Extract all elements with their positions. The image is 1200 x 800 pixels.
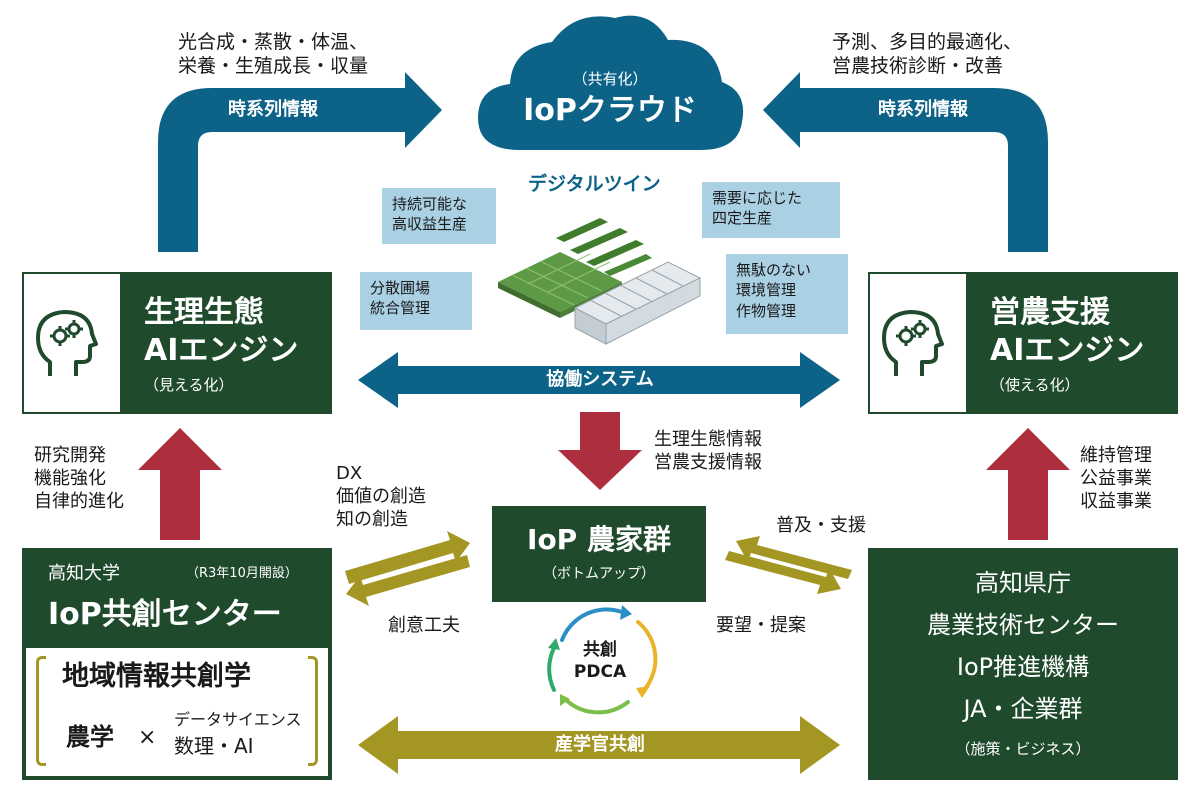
spread-arrow bbox=[736, 536, 852, 579]
field-right2: 数理・AI bbox=[174, 734, 254, 758]
left-timeseries-arrow bbox=[158, 72, 442, 252]
field-left: 農学 bbox=[66, 723, 114, 751]
industry-arrow bbox=[358, 716, 840, 774]
cloud-sub: （共有化） bbox=[572, 70, 648, 88]
cooperation-label: 協働システム bbox=[546, 369, 654, 390]
pref-line3: IoP推進機構 bbox=[956, 653, 1090, 681]
tag-sustainable: 持続可能な 高収益生産 bbox=[382, 188, 496, 244]
tag-demand: 需要に応じた 四定生産 bbox=[702, 182, 840, 238]
farmers-group-box: IoP 農家群 （ボトムアップ） bbox=[492, 506, 706, 602]
left-up-text: 研究開発 機能強化 自律的進化 bbox=[34, 445, 124, 513]
tag-no-waste: 無駄のない 環境管理 作物管理 bbox=[726, 254, 848, 334]
ai-head-icon-right bbox=[870, 274, 966, 412]
center-down-arrow bbox=[558, 412, 642, 490]
pref-line1: 高知県庁 bbox=[975, 569, 1071, 597]
kochi-univ-name: 高知大学 bbox=[48, 563, 120, 584]
ingenuity-arrow bbox=[346, 555, 470, 606]
tag-distributed: 分散圃場 統合管理 bbox=[360, 272, 472, 330]
request-arrow bbox=[725, 551, 841, 594]
farming-ai-engine: 営農支援 AIエンジン （使える化） bbox=[868, 272, 1178, 414]
left-bracket bbox=[36, 656, 46, 766]
farmers-title: IoP 農家群 bbox=[527, 523, 671, 556]
industry-label: 産学官共創 bbox=[555, 734, 645, 755]
left-up-arrow bbox=[138, 428, 222, 540]
kochi-univ-center: IoP共創センター bbox=[48, 597, 282, 632]
physio-ai-engine: 生理生態 AIエンジン （見える化） bbox=[22, 272, 332, 414]
pref-line2: 農業技術センター bbox=[927, 611, 1119, 639]
kochi-univ-box: 高知大学 （R3年10月開設） IoP共創センター 地域情報共創学 農学 × デ… bbox=[22, 548, 332, 780]
right-engine-title1: 営農支援 bbox=[990, 295, 1110, 330]
pref-line4: JA・企業群 bbox=[963, 695, 1083, 723]
field-right1: データサイエンス bbox=[174, 710, 302, 729]
right-arrow-label: 時系列情報 bbox=[878, 99, 968, 120]
pdca-line1: 共創 bbox=[583, 640, 617, 660]
pdca-cycle bbox=[547, 605, 658, 715]
field-times: × bbox=[138, 725, 157, 750]
cloud-shape bbox=[478, 15, 744, 150]
dx-text: DX 価値の創造 知の創造 bbox=[336, 463, 426, 531]
ingenuity-text: 創意工夫 bbox=[388, 615, 460, 636]
field-title: 地域情報共創学 bbox=[62, 661, 251, 692]
kochi-univ-field-panel: 地域情報共創学 農学 × データサイエンス 数理・AI bbox=[26, 648, 328, 776]
spread-text: 普及・支援 bbox=[776, 515, 866, 536]
right-engine-title2: AIエンジン bbox=[990, 333, 1145, 368]
cloud-title: IoPクラウド bbox=[523, 93, 697, 128]
pref-sub: （施策・ビジネス） bbox=[955, 740, 1091, 758]
digital-twin-label: デジタルツイン bbox=[528, 173, 661, 195]
left-engine-sub: （見える化） bbox=[144, 376, 234, 394]
prefecture-box: 高知県庁 農業技術センター IoP推進機構 JA・企業群 （施策・ビジネス） bbox=[868, 548, 1178, 780]
top-left-text: 光合成・蒸散・体温、 栄養・生殖成長・収量 bbox=[178, 31, 369, 78]
cooperation-arrow bbox=[358, 352, 840, 408]
pdca-line2: PDCA bbox=[573, 662, 627, 682]
center-info-text: 生理生態情報 営農支援情報 bbox=[654, 429, 762, 474]
crop-rows bbox=[556, 218, 652, 276]
greenhouse-illustration bbox=[498, 218, 702, 345]
top-right-text: 予測、多目的最適化、 営農技術診断・改善 bbox=[832, 31, 1023, 78]
right-up-arrow bbox=[986, 428, 1070, 540]
right-timeseries-arrow bbox=[763, 72, 1048, 252]
kochi-univ-note: （R3年10月開設） bbox=[186, 566, 298, 581]
right-engine-sub: （使える化） bbox=[990, 376, 1080, 394]
right-up-text: 維持管理 公益事業 収益事業 bbox=[1080, 445, 1152, 513]
left-engine-title2: AIエンジン bbox=[144, 333, 299, 368]
dx-arrow bbox=[345, 531, 470, 584]
farmers-sub: （ボトムアップ） bbox=[543, 566, 655, 582]
left-engine-title1: 生理生態 bbox=[144, 295, 264, 330]
left-arrow-label: 時系列情報 bbox=[228, 99, 318, 120]
right-bracket bbox=[308, 656, 318, 766]
request-text: 要望・提案 bbox=[716, 615, 806, 636]
ai-head-icon-left bbox=[24, 274, 120, 412]
